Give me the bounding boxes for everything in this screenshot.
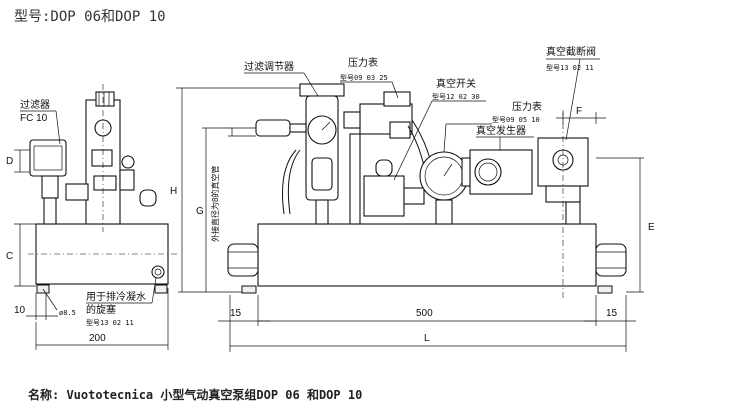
front-foot-right (597, 285, 613, 294)
label-drain-1: 用于排冷凝水 (86, 290, 146, 303)
label-cutoff-valve-code: 型号13 02 11 (546, 63, 594, 72)
label-drain-code: 型号13 02 11 (86, 318, 134, 327)
dim-15-right: 15 (606, 308, 618, 319)
label-vacuum-generator: 真空发生器 (476, 124, 526, 137)
front-base-block (257, 223, 597, 287)
dim-C: C (6, 251, 13, 262)
filter-bowl (41, 175, 59, 199)
label-vacuum-switch: 真空开关 (436, 77, 476, 90)
label-vacuum-switch-code: 型号12 02 30 (432, 92, 480, 101)
filter-housing (29, 139, 67, 177)
hole-diameter: ø8.5 (59, 309, 76, 317)
dim-F: F (576, 106, 582, 117)
drain-plug (151, 265, 165, 279)
label-pressure-gauge-2: 压力表 (512, 100, 542, 113)
side-fitting (139, 189, 157, 207)
dim-500: 500 (416, 308, 433, 319)
dim-G: G (196, 206, 204, 217)
dim-15-left: 15 (230, 308, 242, 319)
dim-D: D (6, 156, 13, 167)
product-name: 名称: Vuototecnica 小型气动真空泵组DOP 06 和DOP 10 (28, 388, 363, 402)
label-filter-code: FC 10 (20, 113, 48, 124)
side-knob (95, 91, 115, 107)
dim-E: E (648, 222, 655, 233)
side-view: D C 10 ø8.5 200 过滤器 FC 10 用于排冷凝水 的旋塞 型号1… (6, 84, 178, 350)
vacuum-switch-block (363, 175, 405, 217)
label-cutoff-valve: 真空截断阀 (546, 45, 596, 58)
side-foot-right (154, 284, 168, 294)
label-vacuum-tube-note: 外接直径为8的真空管 (210, 166, 220, 242)
dim-L: L (424, 333, 430, 344)
inlet-fitting (255, 119, 291, 137)
regulator-knob (299, 83, 345, 97)
model-title: 型号:DOP 06和DOP 10 (14, 9, 166, 25)
right-tube (595, 243, 627, 277)
label-pressure-gauge-2-code: 型号09 05 10 (492, 115, 540, 124)
label-pressure-gauge-1-code: 型号09 03 25 (340, 73, 388, 82)
label-filter-regulator: 过滤调节器 (244, 60, 294, 73)
label-pressure-gauge-1: 压力表 (348, 56, 378, 69)
left-tube (227, 243, 259, 277)
dim-200: 200 (89, 333, 106, 344)
front-foot-left (241, 285, 257, 294)
front-view: 过滤调节器 压力表 型号09 03 25 真空开关 型号12 02 30 压力表… (170, 45, 655, 352)
dim-H: H (170, 186, 177, 197)
label-filter: 过滤器 (20, 98, 50, 111)
dim-10: 10 (14, 305, 26, 316)
label-drain-2: 的旋塞 (86, 303, 116, 316)
